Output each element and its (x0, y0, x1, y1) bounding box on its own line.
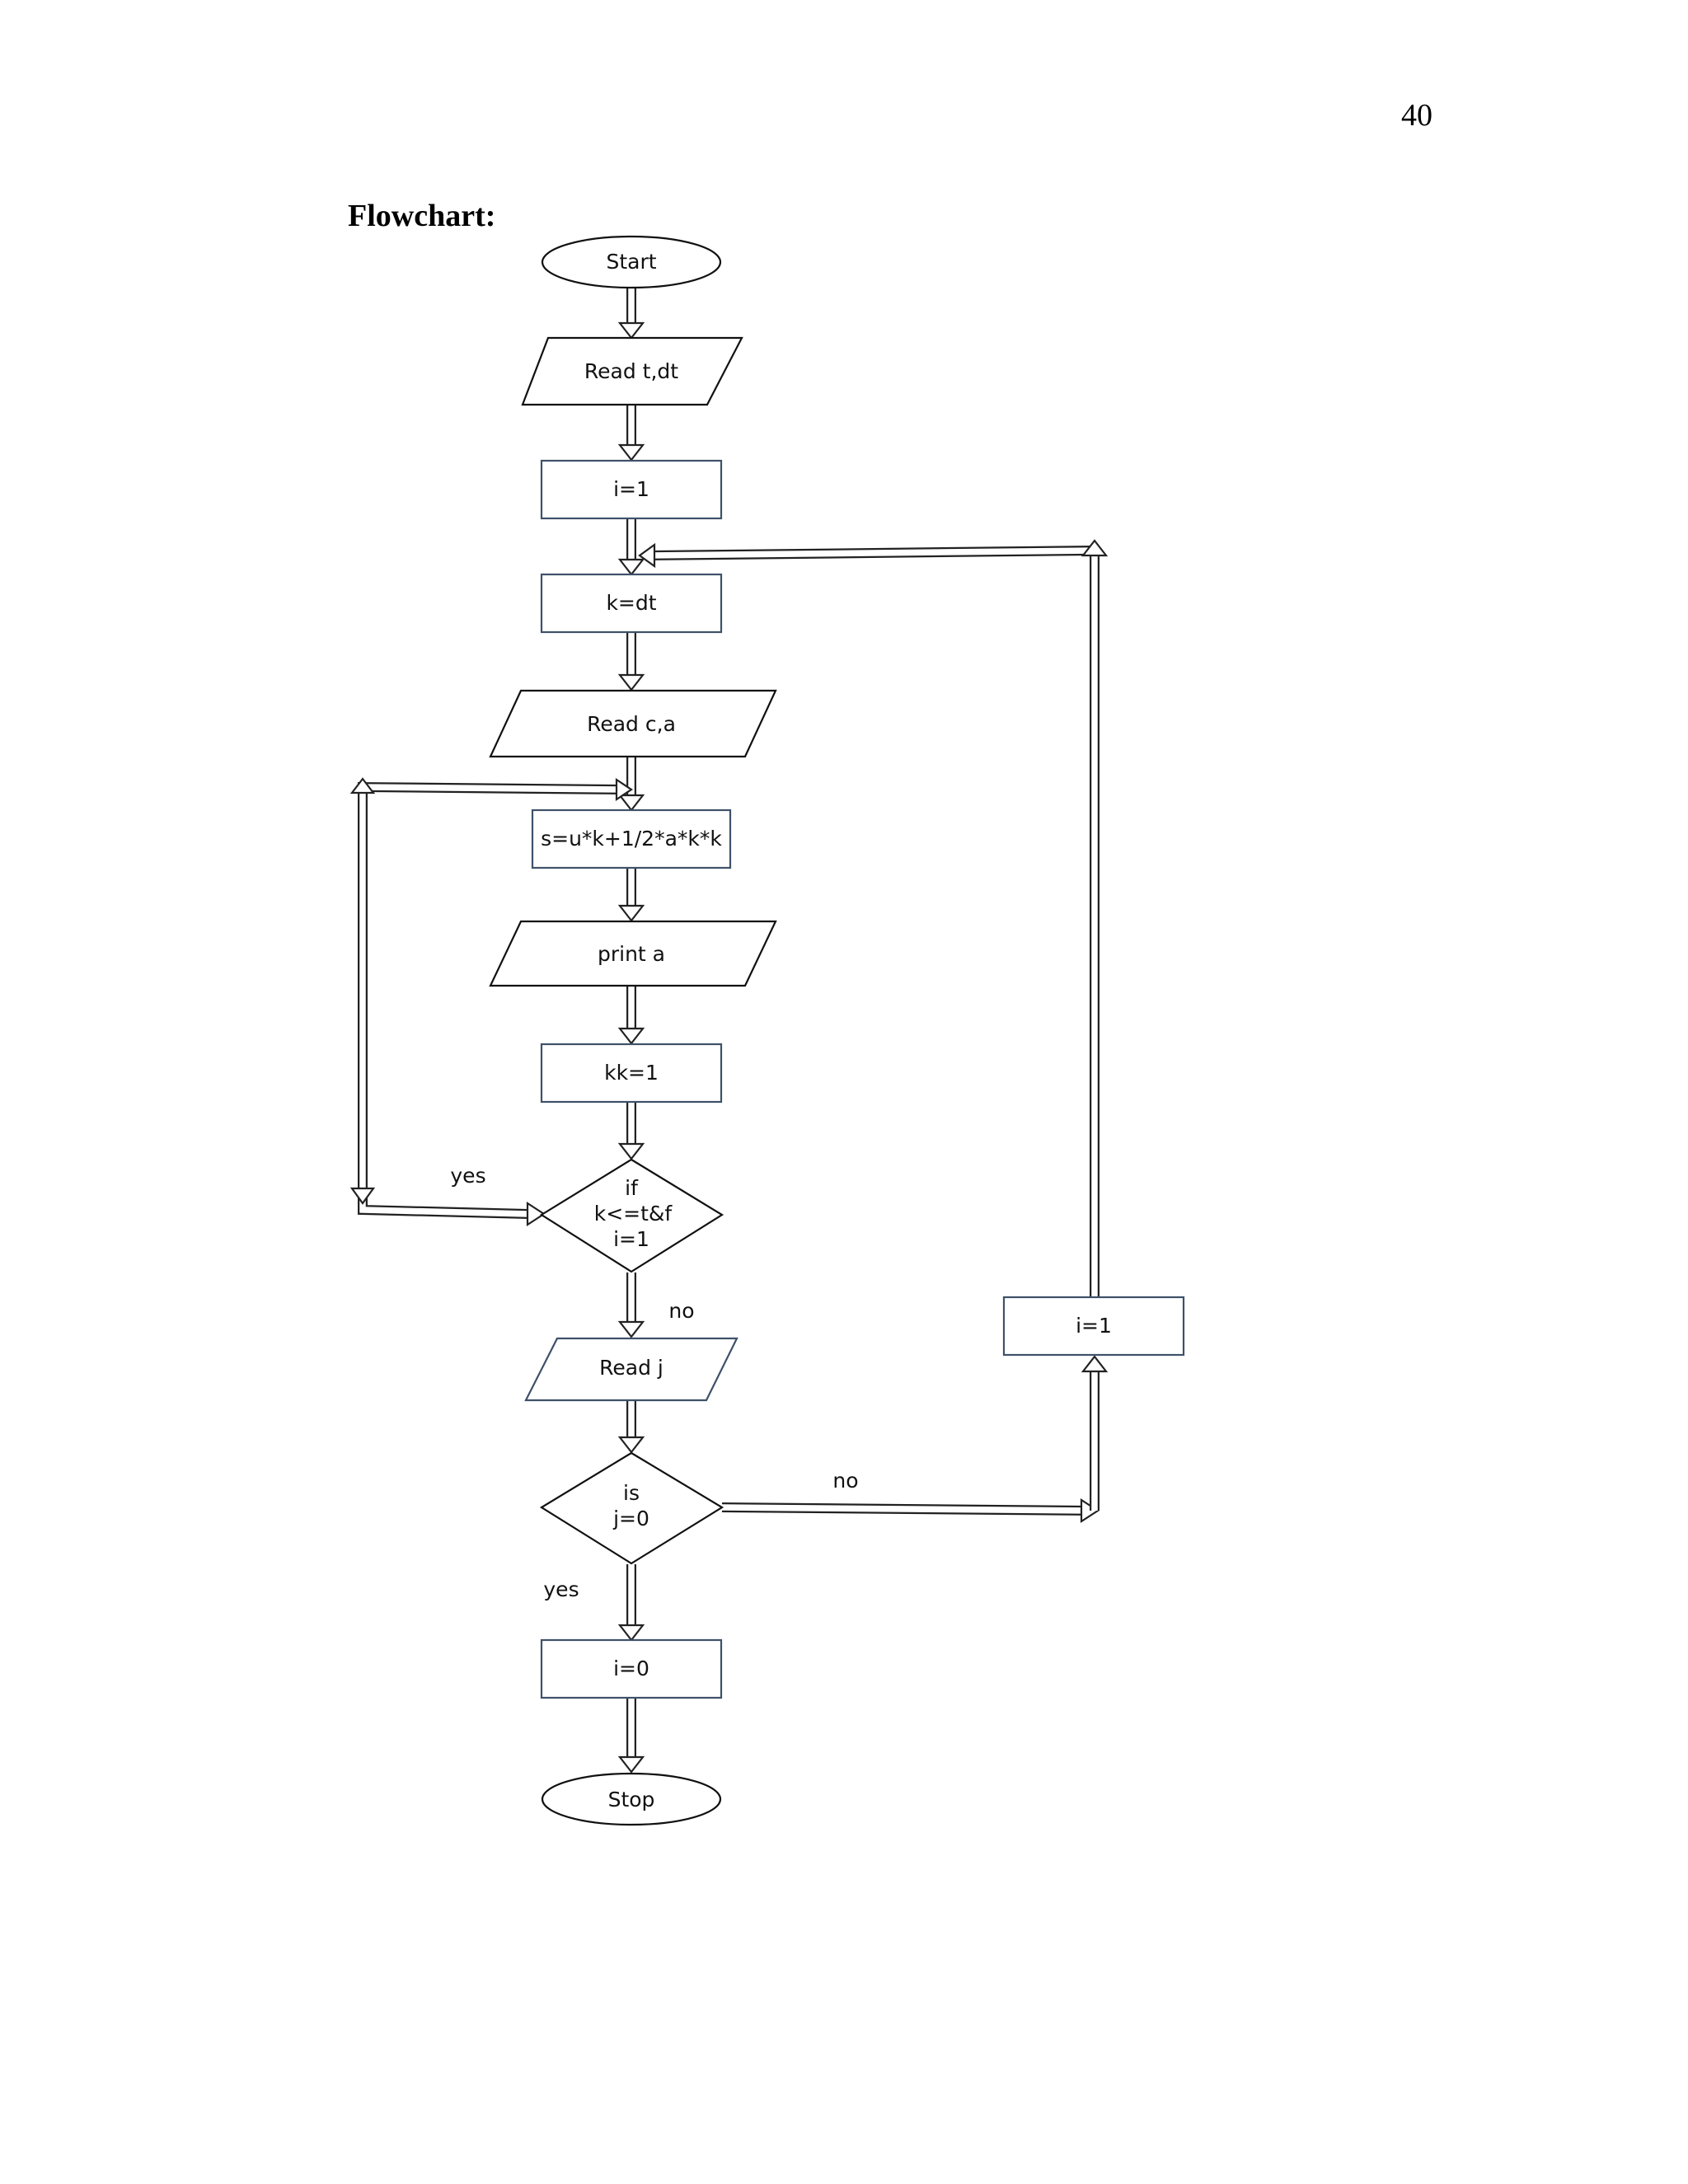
connectors (349, 288, 1109, 1774)
compute-s-process: s=u*k+1/2*a*k*k (531, 808, 732, 869)
read-j-label: Read j (599, 1356, 663, 1380)
print-a-label: print a (598, 942, 665, 966)
start-label: Start (606, 250, 656, 274)
compute-s-label: s=u*k+1/2*a*k*k (541, 827, 722, 851)
set-i1-side-process: i=1 (1002, 1296, 1185, 1357)
read-t-dt-input: Read t,dt (521, 336, 743, 406)
set-i0-label: i=0 (613, 1657, 649, 1680)
decision-k-line-1: if (625, 1176, 639, 1200)
arrow-i0-to-stop (617, 1698, 645, 1774)
arrow-i1-to-kdt (617, 519, 645, 576)
decision-k-line-2: k<=t&f (594, 1202, 673, 1226)
arrow-kdt-to-readca (617, 632, 645, 691)
decision-k-line-3: i=1 (613, 1227, 649, 1251)
print-a-output: print a (489, 920, 777, 987)
set-kk-label: kk=1 (604, 1061, 659, 1085)
read-c-a-input: Read c,a (489, 689, 777, 758)
arrow-decision-j-yes-to-i0 (617, 1564, 645, 1642)
section-heading: Flowchart: (348, 199, 496, 233)
set-i0-process: i=0 (540, 1638, 723, 1699)
decision-k: if k<=t&f i=1 (539, 1158, 724, 1273)
arrow-readca-to-s (617, 757, 645, 812)
stop-terminal: Stop (541, 1772, 722, 1826)
loop-yes-connector (349, 777, 633, 1227)
loop-yes-label: yes (450, 1164, 485, 1188)
start-terminal: Start (541, 235, 722, 289)
arrow-decision-no-to-readj (617, 1272, 645, 1338)
arrow-readj-to-decision-j (617, 1401, 645, 1454)
arrow-s-to-print (617, 869, 645, 922)
set-i1-side-label: i=1 (1076, 1314, 1112, 1338)
k-no-label: no (668, 1299, 694, 1323)
init-k-process: k=dt (540, 573, 723, 634)
decision-j-line-2: j=0 (612, 1507, 649, 1530)
stop-label: Stop (608, 1788, 655, 1811)
j-yes-label: yes (543, 1577, 579, 1601)
arrow-start-to-read (617, 288, 645, 340)
read-c-a-label: Read c,a (587, 712, 676, 736)
decision-j: is j=0 (539, 1451, 724, 1565)
loop-no-connector (638, 539, 1109, 1524)
page-number: 40 (1401, 98, 1432, 133)
set-kk-process: kk=1 (540, 1043, 723, 1104)
read-t-dt-label: Read t,dt (584, 359, 678, 383)
init-k-label: k=dt (606, 591, 656, 615)
j-no-label: no (832, 1469, 858, 1493)
decision-j-line-1: is (623, 1481, 640, 1505)
arrow-kk-to-decision (617, 1103, 645, 1160)
init-i-process: i=1 (540, 459, 723, 520)
read-j-input: Read j (524, 1337, 738, 1402)
init-i-label: i=1 (613, 477, 649, 501)
arrow-print-to-kk (617, 986, 645, 1045)
arrow-read-to-i1 (617, 405, 645, 462)
